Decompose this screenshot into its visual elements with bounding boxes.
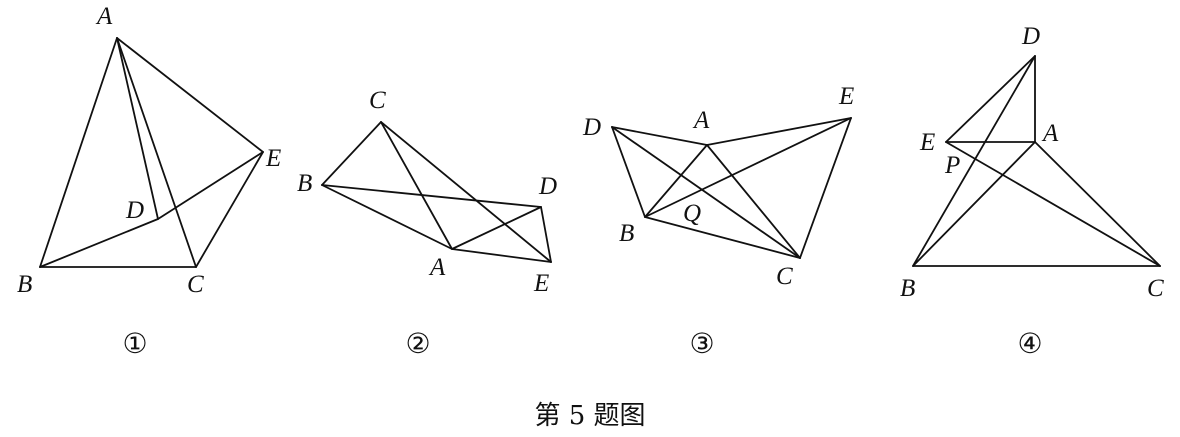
segment-be <box>644 117 852 218</box>
point-label-a: A <box>428 254 446 281</box>
point-label-a: A <box>1041 120 1059 147</box>
point-label-b: B <box>619 220 634 247</box>
point-label-d: D <box>1021 23 1040 50</box>
segment-ac <box>706 144 801 259</box>
segment-db <box>912 55 1036 267</box>
point-label-e: E <box>533 270 549 297</box>
segment-de <box>157 151 264 220</box>
point-label-a: A <box>95 3 113 30</box>
segment-de <box>945 55 1036 143</box>
point-label-b: B <box>900 275 915 302</box>
segment-ad <box>451 206 542 250</box>
segment-ba <box>321 184 453 250</box>
figure-number: ② <box>405 327 430 360</box>
segment-ec <box>945 141 1161 267</box>
segment-ac <box>1034 141 1161 267</box>
figure-1: A B C D E ① <box>17 3 281 360</box>
segment-bc <box>321 121 382 186</box>
figure-caption: 第 5 题图 <box>534 401 645 431</box>
figure-2: A B C D E ② <box>297 87 557 360</box>
segment-db <box>611 126 646 218</box>
segment-dc <box>611 126 801 259</box>
segment-ac <box>116 37 197 268</box>
segment-ab <box>39 37 118 268</box>
segment-ca <box>380 121 453 250</box>
figure-3: A B C D E Q ③ <box>582 83 854 360</box>
point-label-e: E <box>838 83 854 110</box>
segment-ae <box>451 248 552 263</box>
point-label-p: P <box>944 152 960 179</box>
segment-ce <box>380 121 552 263</box>
segment-da <box>611 126 708 146</box>
point-label-b: B <box>17 271 32 298</box>
segment-ae <box>116 37 264 153</box>
point-label-c: C <box>187 271 204 298</box>
point-label-e: E <box>265 145 281 172</box>
segment-bd <box>321 184 542 208</box>
point-label-e: E <box>919 129 935 156</box>
point-label-d: D <box>538 173 557 200</box>
segment-ab <box>912 141 1036 267</box>
figure-number: ③ <box>689 327 714 360</box>
point-label-d: D <box>582 114 601 141</box>
figure-number: ① <box>122 327 147 360</box>
point-label-a: A <box>692 107 710 134</box>
point-label-b: B <box>297 170 312 197</box>
segment-ec <box>799 117 852 259</box>
segment-de <box>540 206 552 263</box>
point-label-c: C <box>369 87 386 114</box>
segment-bc <box>644 216 801 259</box>
point-label-c: C <box>1147 275 1164 302</box>
segment-ae <box>706 117 852 146</box>
point-label-d: D <box>125 197 144 224</box>
segment-bd <box>39 218 159 268</box>
segment-ab <box>644 144 708 218</box>
segment-ce <box>195 151 264 268</box>
figure-number: ④ <box>1017 327 1042 360</box>
point-label-c: C <box>776 263 793 290</box>
point-label-q: Q <box>683 200 701 227</box>
segment-ad <box>116 37 159 220</box>
figure-4: A B C D E P ④ <box>900 23 1164 360</box>
